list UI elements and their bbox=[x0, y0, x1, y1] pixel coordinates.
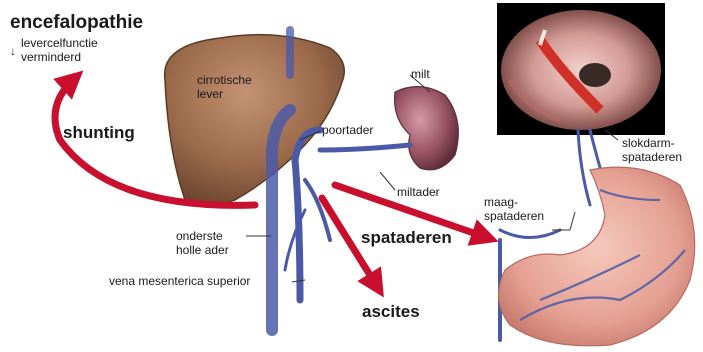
label-ascites: ascites bbox=[362, 303, 420, 321]
stomach bbox=[499, 167, 695, 346]
endoscopy-image bbox=[497, 3, 665, 135]
label-esophageal-varices-1: slokdarm- bbox=[622, 137, 675, 150]
label-cirrhotic-liver-1: cirrotische bbox=[197, 74, 252, 87]
label-spleen: milt bbox=[411, 68, 430, 81]
liver bbox=[165, 35, 345, 204]
label-ivc-2: holle ader bbox=[176, 244, 229, 257]
spleen bbox=[395, 87, 459, 170]
label-shunting: shunting bbox=[63, 124, 135, 142]
label-smv: vena mesenterica superior bbox=[109, 275, 250, 288]
down-arrow-glyph: ↓ bbox=[10, 45, 16, 58]
label-gastric-varices-2: spataderen bbox=[484, 210, 544, 223]
label-liver-function-1: levercelfunctie bbox=[21, 37, 98, 50]
label-liver-function-2: verminderd bbox=[21, 51, 81, 64]
label-varices: spataderen bbox=[361, 229, 452, 247]
label-splenic-vein: miltader bbox=[397, 186, 440, 199]
label-cirrhotic-liver-2: lever bbox=[197, 88, 223, 101]
label-ivc-1: onderste bbox=[176, 230, 223, 243]
label-esophageal-varices-2: spataderen bbox=[622, 151, 682, 164]
label-portal-vein: poortader bbox=[322, 124, 373, 137]
label-encephalopathy: encefalopathie bbox=[10, 13, 143, 33]
label-gastric-varices-1: maag- bbox=[484, 196, 518, 209]
